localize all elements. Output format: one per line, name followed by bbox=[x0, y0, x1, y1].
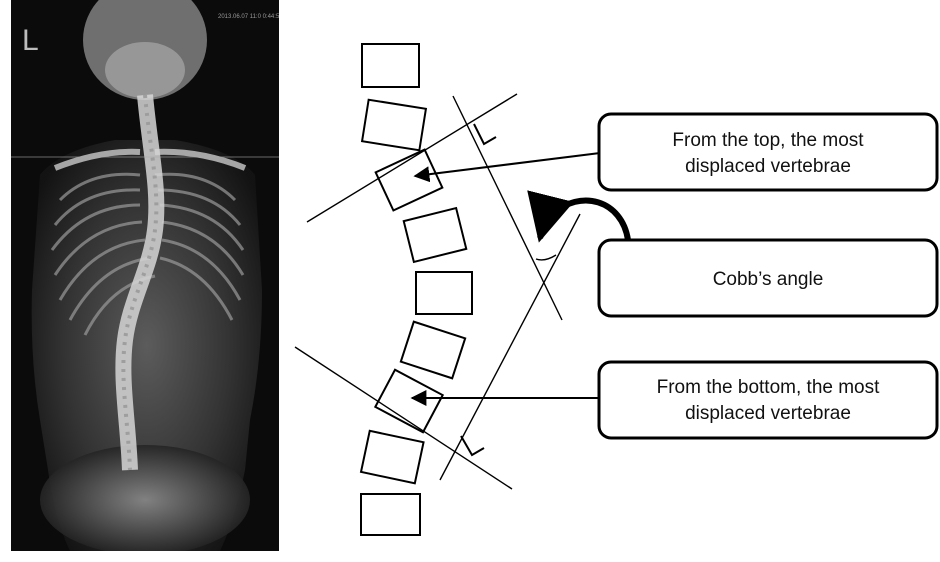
top-callout-line-2: displaced vertebrae bbox=[685, 156, 851, 177]
angle-pointer-arrow bbox=[540, 200, 628, 240]
angle-callout: Cobb’s angle bbox=[599, 240, 937, 316]
vertebra-8 bbox=[361, 431, 424, 484]
vertebra-2 bbox=[362, 100, 426, 151]
vertebra-7-bottom-end bbox=[375, 370, 442, 432]
top-callout-box bbox=[599, 114, 937, 190]
bottom-callout-box bbox=[599, 362, 937, 438]
bottom-callout-line-2: displaced vertebrae bbox=[685, 403, 851, 424]
vertebra-6 bbox=[401, 322, 465, 379]
vertebra-4 bbox=[404, 208, 467, 262]
top-right-angle-marker bbox=[474, 124, 496, 144]
vertebra-9 bbox=[361, 494, 420, 535]
cobb-angle-arc bbox=[536, 255, 556, 260]
vertebra-1 bbox=[362, 44, 419, 87]
bottom-callout-line-1: From the bottom, the most bbox=[657, 377, 881, 398]
angle-callout-label: Cobb’s angle bbox=[713, 269, 824, 290]
vertebra-3-top-end bbox=[376, 150, 443, 211]
top-callout-arrow bbox=[415, 153, 600, 176]
vertebrae bbox=[361, 44, 472, 535]
top-callout: From the top, the most displaced vertebr… bbox=[599, 114, 937, 190]
vertebra-5 bbox=[416, 272, 472, 314]
top-callout-line-1: From the top, the most bbox=[672, 130, 864, 151]
bottom-callout: From the bottom, the most displaced vert… bbox=[599, 362, 937, 438]
bottom-right-angle-marker bbox=[461, 436, 484, 455]
